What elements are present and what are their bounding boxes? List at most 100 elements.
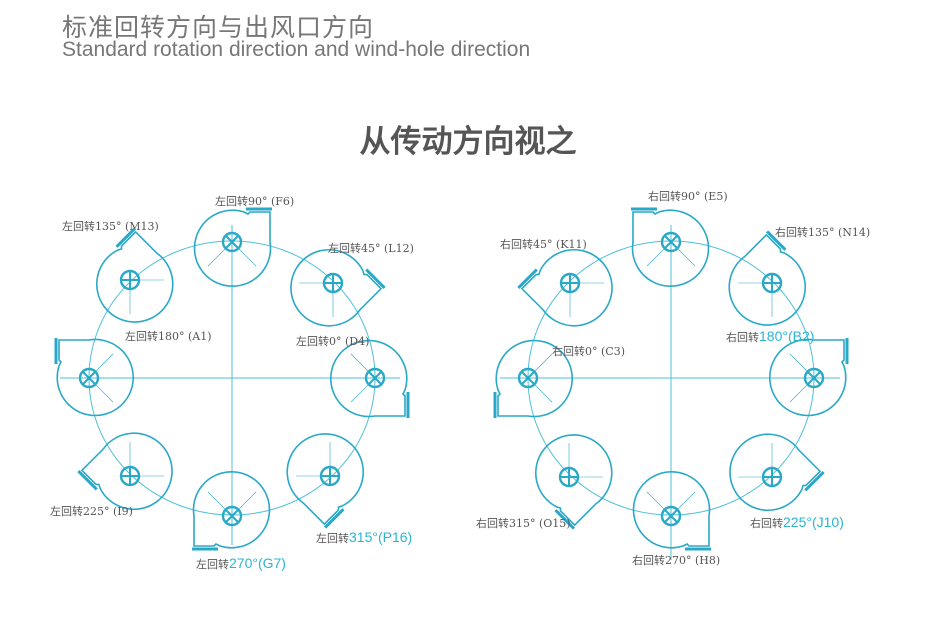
scroll-casing — [329, 339, 408, 418]
scroll-casing — [286, 433, 365, 526]
label-code: (I9) — [110, 505, 133, 518]
outlet-flange — [517, 268, 538, 290]
label-prefix: 左回转 — [196, 557, 229, 571]
label-prefix: 左回转45° — [328, 241, 381, 255]
fan-label-left-180: 左回转180° (A1) — [125, 329, 212, 343]
label-prefix: 右回转315° — [476, 516, 536, 530]
scroll-casing — [632, 470, 711, 549]
label-prefix: 右回转 — [750, 516, 783, 530]
impeller-hub-icon — [221, 505, 243, 527]
impeller-hub-icon — [660, 505, 682, 527]
diagram-subtitle: 从传动方向视之 — [359, 124, 577, 160]
fan-label-left-45: 左回转45° (L12) — [328, 241, 414, 255]
scroll-casing — [56, 338, 135, 417]
fan-label-right-90: 右回转90° (E5) — [648, 189, 728, 203]
label-prefix: 左回转 — [316, 531, 349, 545]
label-code: 225°(J10) — [783, 514, 844, 530]
scroll-casing — [768, 338, 847, 417]
fan-left-225 — [77, 432, 173, 511]
impeller-hub-icon — [761, 466, 783, 488]
title-chinese: 标准回转方向与出风口方向 — [62, 13, 375, 42]
label-code: (O15) — [536, 517, 571, 530]
label-prefix: 右回转270° — [632, 553, 692, 567]
label-code: (N14) — [835, 226, 871, 239]
scroll-casing — [729, 433, 822, 512]
label-prefix: 左回转135° — [62, 219, 122, 233]
impeller-hub-icon — [78, 367, 100, 389]
impeller-hub-icon — [319, 465, 341, 487]
fan-label-left-315: 左回转315°(P16) — [316, 529, 412, 545]
impeller-hub-icon — [558, 466, 580, 488]
fan-right-135 — [728, 230, 807, 326]
outlet-flange — [77, 469, 98, 491]
impeller-hub-icon — [660, 231, 682, 253]
scroll-casing — [80, 432, 173, 511]
label-code: (F6) — [268, 195, 295, 208]
fan-left-135 — [95, 227, 174, 323]
fan-label-left-90: 左回转90° (F6) — [215, 194, 294, 208]
fan-label-left-135: 左回转135° (M13) — [62, 219, 159, 233]
impeller-hub-icon — [322, 272, 344, 294]
outlet-flange — [365, 268, 386, 290]
fan-right-0 — [493, 339, 574, 418]
left-rotation-group — [60, 225, 400, 545]
fan-left-270 — [192, 470, 271, 551]
label-prefix: 左回转0° — [296, 334, 342, 348]
fan-right-315 — [534, 434, 613, 530]
scroll-casing — [95, 230, 174, 323]
outlet-flange — [323, 508, 345, 529]
scroll-casing — [728, 233, 807, 326]
fan-label-right-315: 右回转315° (O15) — [476, 516, 571, 530]
fan-right-45 — [517, 248, 613, 327]
right-rotation-group — [500, 225, 840, 560]
scroll-casing — [193, 209, 272, 288]
outlet-flange — [115, 227, 137, 248]
label-code: (C3) — [598, 345, 626, 358]
impeller-hub-icon — [559, 272, 581, 294]
outlet-flange — [804, 470, 825, 492]
label-code: (D4) — [342, 335, 370, 348]
fan-left-90 — [193, 207, 272, 288]
label-code: 180°(B2) — [759, 328, 814, 344]
label-prefix: 右回转90° — [648, 189, 701, 203]
scroll-casing — [192, 470, 271, 549]
label-code: (L12) — [381, 242, 414, 255]
impeller-hub-icon — [364, 367, 386, 389]
label-code: (M13) — [122, 220, 159, 233]
impeller-hub-icon — [221, 231, 243, 253]
fan-left-0 — [329, 339, 410, 418]
label-code: 270°(G7) — [229, 555, 286, 571]
impeller-hub-icon — [119, 465, 141, 487]
impeller-hub-icon — [761, 272, 783, 294]
impeller-hub-icon — [119, 269, 141, 291]
impeller-hub-icon — [803, 367, 825, 389]
label-prefix: 左回转180° — [125, 329, 185, 343]
label-prefix: 左回转90° — [215, 194, 268, 208]
fan-label-right-135: 右回转135° (N14) — [775, 225, 870, 239]
fan-label-right-0: 右回转0° (C3) — [552, 344, 625, 358]
scroll-casing — [290, 248, 383, 327]
fan-label-left-225: 左回转225° (I9) — [50, 504, 133, 518]
scroll-casing — [495, 339, 574, 418]
scroll-casing — [520, 248, 613, 327]
fan-label-left-0: 左回转0° (D4) — [296, 334, 369, 348]
fan-right-180 — [768, 338, 849, 417]
fan-right-225 — [729, 433, 825, 512]
scroll-casing — [631, 209, 710, 288]
label-code: (K11) — [553, 238, 587, 251]
label-prefix: 右回转135° — [775, 225, 835, 239]
fan-label-right-225: 右回转225°(J10) — [750, 514, 844, 530]
label-code: 315°(P16) — [349, 529, 412, 545]
label-prefix: 右回转45° — [500, 237, 553, 251]
label-prefix: 左回转225° — [50, 504, 110, 518]
fan-label-right-45: 右回转45° (K11) — [500, 237, 587, 251]
fan-right-90 — [631, 207, 710, 288]
label-prefix: 右回转0° — [552, 344, 598, 358]
fan-label-left-270: 左回转270°(G7) — [196, 555, 286, 571]
label-code: (E5) — [701, 190, 728, 203]
label-code: (A1) — [185, 330, 212, 343]
fan-left-45 — [290, 248, 386, 327]
fan-label-right-180: 右回转180°(B2) — [726, 328, 814, 344]
fan-right-270 — [632, 470, 711, 551]
